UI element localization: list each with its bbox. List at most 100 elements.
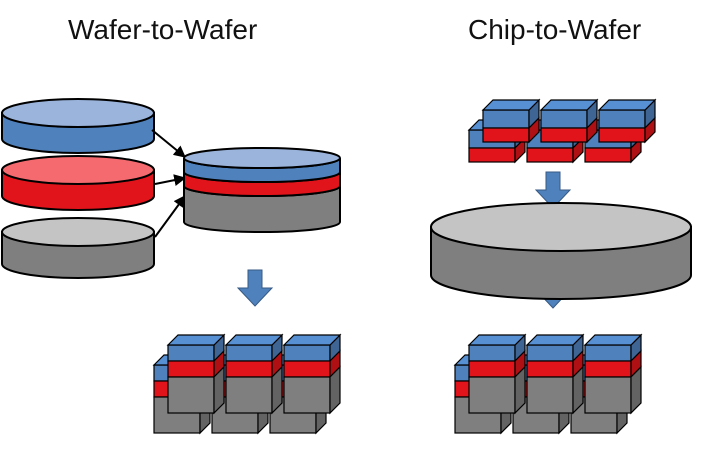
left-output-die-r1-c1-top-front	[167, 344, 215, 362]
stacked-wafer	[183, 147, 341, 233]
connector-arrows-group	[151, 129, 187, 238]
left-output-die-r1-c1-bottom-front	[167, 376, 215, 414]
left-output-die-r1-c3-middle	[283, 349, 341, 379]
connector-arrow-1	[151, 129, 186, 158]
input-chip-r1-c2-middle-right	[586, 116, 598, 144]
input-chip-r2-c3-middle	[584, 136, 642, 164]
left-output-die-r1-c2-middle-front	[225, 360, 273, 378]
right-output-die-r1-c3-bottom-right	[630, 365, 642, 415]
base-wafer-top	[430, 202, 692, 252]
right-output-die-r1-c2-top-front	[526, 344, 574, 362]
right-output-die-r1-c1-top	[467, 333, 527, 363]
input-chip-r1-c3-top-front	[598, 109, 646, 129]
right-output-die-r1-c2-middle-front	[526, 360, 574, 378]
left-output-die-r1-c3-top	[282, 333, 342, 363]
left-output-die-r1-c1-bottom	[167, 365, 225, 415]
right-output-die-r1-c3-middle-front	[584, 360, 632, 378]
input-chip-r2-c1-middle	[468, 136, 526, 164]
left-output-die-r1-c1-top-top	[166, 334, 226, 346]
input-chip-r1-c2	[539, 98, 599, 144]
left-down-arrow	[236, 269, 274, 307]
input-chip-r1-c2-top	[539, 98, 599, 130]
input-chip-r1-c2-top-front	[540, 109, 588, 129]
left-output-die-r1-c2-middle	[225, 349, 283, 379]
right-output-die-r1-c3-bottom-front	[584, 376, 632, 414]
right-output-dies-group	[453, 333, 643, 435]
input-chip-r1-c3	[597, 98, 657, 144]
input-chip-r1-c3-middle	[598, 116, 656, 144]
left-output-die-r1-c3-bottom-right	[329, 365, 341, 415]
input-chip-r1-c1	[481, 98, 541, 144]
base-wafer	[430, 202, 692, 300]
right-output-die-r1-c1-bottom-front	[468, 376, 516, 414]
right-output-die-r1-c1-bottom	[468, 365, 526, 415]
left-output-die-r1-c2-top	[224, 333, 284, 363]
left-output-die-r1-c1-top	[166, 333, 226, 363]
input-chip-r1-c3-middle-right	[644, 116, 656, 144]
base-wafer-group	[430, 202, 692, 300]
left-output-die-r1-c2-bottom	[225, 365, 283, 415]
right-output-die-r1-c1-bottom-right	[514, 365, 526, 415]
connector-arrow-3	[154, 195, 186, 238]
left-output-die-r1-c3-top-top	[282, 334, 342, 346]
connector-arrow-2	[154, 174, 187, 187]
right-output-die-r1-c3-top-front	[584, 344, 632, 362]
left-output-die-r1-c1-middle	[167, 349, 225, 379]
input-chip-r1-c3-middle-front	[598, 127, 646, 143]
input-chip-r1-c1-middle	[482, 116, 540, 144]
right-output-die-r1-c1-middle-front	[468, 360, 516, 378]
right-output-die-r1-c2	[525, 333, 585, 415]
input-wafer-bottom	[1, 217, 155, 279]
right-output-die-r1-c1-top-front	[468, 344, 516, 362]
input-chip-r1-c2-top-top	[539, 99, 599, 111]
left-output-die-r1-c3-top-front	[283, 344, 331, 362]
right-output-die-r1-c3-bottom	[584, 365, 642, 415]
input-wafer-top-top	[1, 98, 155, 128]
left-output-die-r1-c2-bottom-front	[225, 376, 273, 414]
wafer-to-wafer-title: Wafer-to-Wafer	[68, 14, 258, 45]
left-down-arrow-group	[236, 269, 274, 307]
left-output-die-r1-c2-top-top	[224, 334, 284, 346]
input-wafers-group	[1, 98, 155, 279]
right-output-die-r1-c2-top	[525, 333, 585, 363]
left-output-die-r1-c2-top-front	[225, 344, 273, 362]
right-down-arrow-upper	[534, 171, 572, 209]
input-wafer-middle-top	[1, 155, 155, 185]
input-chips-group	[467, 98, 657, 164]
right-output-die-r1-c2-bottom	[526, 365, 584, 415]
left-output-die-r1-c1	[166, 333, 226, 415]
left-output-die-r1-c3	[282, 333, 342, 415]
input-chip-r1-c1-middle-front	[482, 127, 530, 143]
right-output-die-r1-c2-bottom-front	[526, 376, 574, 414]
stacked-wafer-group	[183, 147, 341, 233]
input-wafer-bottom-top	[1, 217, 155, 247]
input-chip-r1-c2-middle-front	[540, 127, 588, 143]
right-output-die-r1-c1-top-top	[467, 334, 527, 346]
input-chip-r1-c3-top	[597, 98, 657, 130]
input-chip-r2-c2-middle-front	[526, 147, 574, 163]
right-output-die-r1-c3-top-top	[583, 334, 643, 346]
input-chip-r1-c2-middle	[540, 116, 598, 144]
right-output-die-r1-c2-bottom-right	[572, 365, 584, 415]
stacked-wafer-top	[183, 147, 341, 169]
input-chip-r2-c3-middle-front	[584, 147, 632, 163]
input-chip-r1-c1-top	[481, 98, 541, 130]
input-chip-r2-c1-middle-front	[468, 147, 516, 163]
input-chip-r1-c1-top-front	[482, 109, 530, 129]
left-output-die-r1-c3-bottom	[283, 365, 341, 415]
right-output-die-r1-c3-top	[583, 333, 643, 363]
left-output-die-r1-c3-bottom-front	[283, 376, 331, 414]
left-output-die-r1-c3-middle-front	[283, 360, 331, 378]
input-wafer-top	[1, 98, 155, 154]
left-output-die-r1-c2-bottom-right	[271, 365, 283, 415]
input-chip-r1-c1-top-top	[481, 99, 541, 111]
right-output-die-r1-c1	[467, 333, 527, 415]
input-chip-r1-c1-middle-right	[528, 116, 540, 144]
left-output-die-r1-c1-bottom-right	[213, 365, 225, 415]
left-output-die-r1-c1-middle-front	[167, 360, 215, 378]
input-chip-r1-c3-top-top	[597, 99, 657, 111]
right-output-die-r1-c3	[583, 333, 643, 415]
left-output-die-r1-c2	[224, 333, 284, 415]
